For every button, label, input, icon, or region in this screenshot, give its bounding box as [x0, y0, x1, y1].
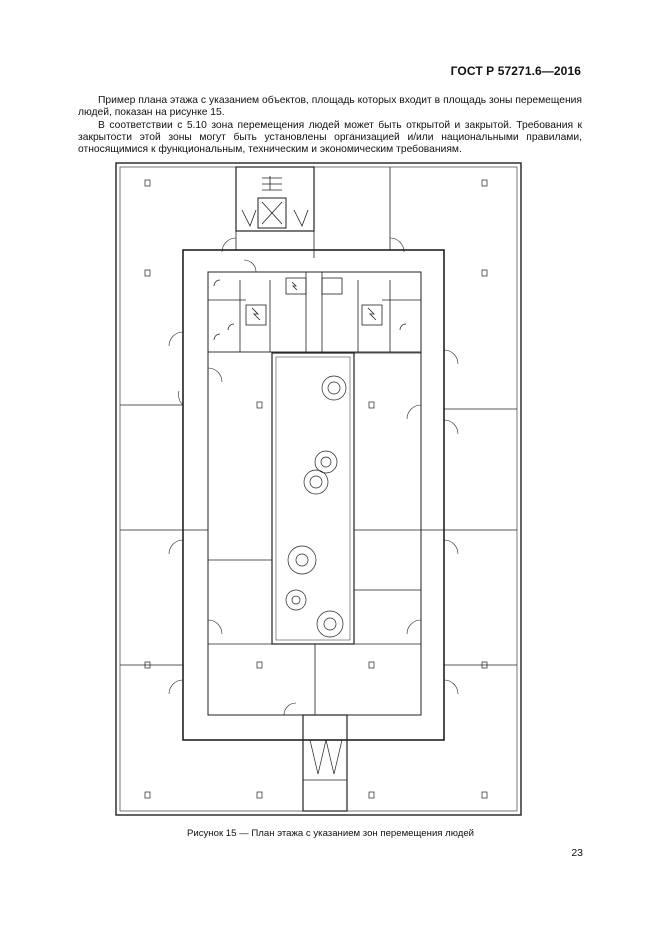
sanitary-block: [207, 271, 422, 353]
column-markers: [144, 179, 488, 799]
figure-caption: Рисунок 15 — План этажа с указанием зон …: [186, 828, 475, 839]
outer-wall: [115, 162, 522, 816]
corridor-ring-outer: [182, 249, 445, 741]
page-number: 23: [571, 847, 583, 859]
paragraph-intro: Пример плана этажа с указанием объектов,…: [78, 95, 582, 119]
atrium-trees: [285, 375, 347, 638]
paragraph-requirements: В соответствии с 5.10 зона перемещения л…: [78, 120, 582, 156]
door-swings: [168, 237, 459, 716]
document-header: ГОСТ Р 57271.6—2016: [450, 64, 581, 78]
stair-core-bottom: [302, 714, 348, 812]
atrium: [271, 352, 355, 645]
